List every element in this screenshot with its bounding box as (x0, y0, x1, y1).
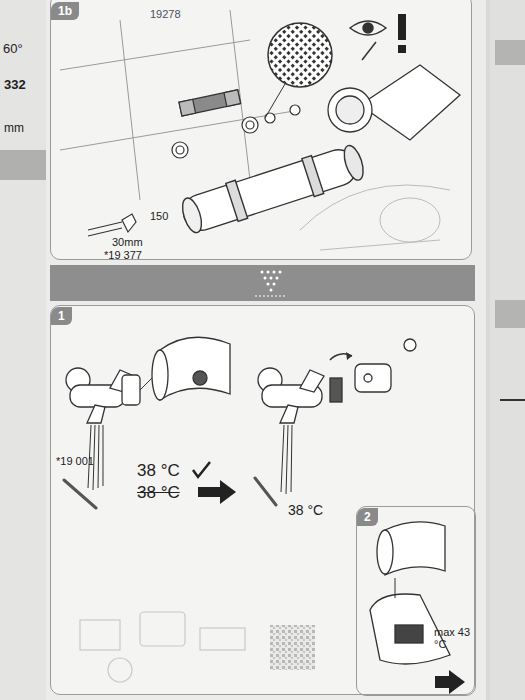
unit-text: mm (4, 122, 24, 135)
angle-value: 60° (3, 42, 23, 56)
step-panel: 1b (50, 0, 472, 260)
max-temperature: max 43 °C (434, 626, 472, 650)
step-number: 1 (51, 307, 72, 325)
temperature-value: 38 °C (137, 462, 180, 481)
step-number: 2 (357, 508, 378, 526)
step-panel: 2 (356, 506, 476, 696)
handwritten-note: 19278 (150, 8, 181, 20)
part-number: *19 001 (56, 455, 94, 467)
dimension: 150 (150, 210, 168, 222)
step-number: 1b (51, 2, 79, 20)
part-number: 332 (4, 78, 26, 92)
step-panel: 12 (50, 305, 475, 695)
part-number: *19 377 (104, 249, 142, 261)
dimension: 30mm (112, 236, 143, 248)
temperature-value: 38 °C (137, 484, 180, 503)
temperature-value: 38 °C (288, 503, 323, 518)
